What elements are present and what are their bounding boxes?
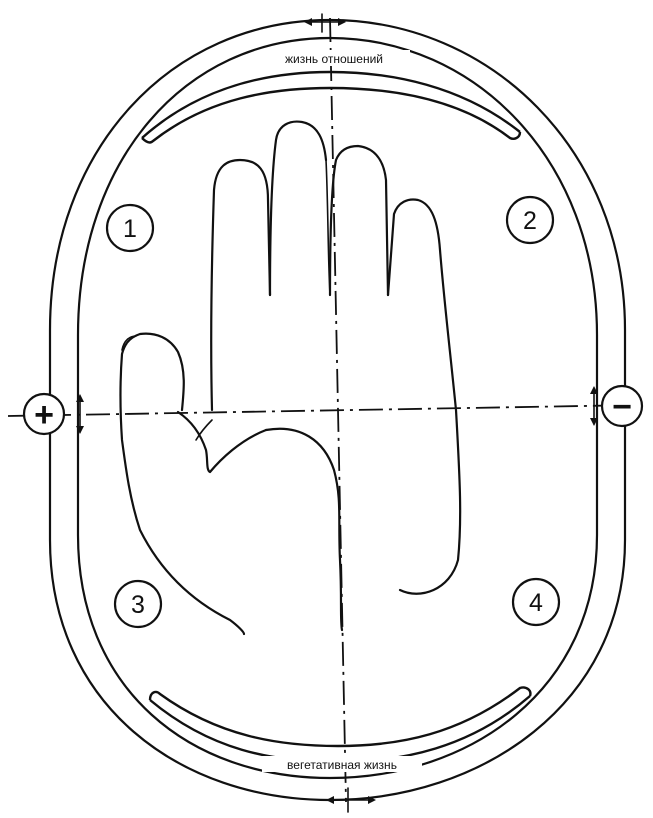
thumb-web (178, 412, 266, 472)
quadrant-1-label: 1 (123, 215, 137, 243)
quadrant-3-label: 3 (131, 591, 145, 619)
top-arrow-left (304, 18, 312, 26)
arc-bars (142, 72, 530, 762)
bottom-arc-label: вегетативная жизнь (287, 758, 397, 772)
ring-finger (330, 146, 388, 295)
little-finger (388, 200, 460, 594)
hand-outline-icon (121, 122, 461, 634)
middle-finger (270, 122, 326, 295)
palm-heel (266, 429, 342, 630)
horizontal-axis (8, 405, 640, 416)
quadrant-markers: 1 2 3 4 (107, 197, 559, 627)
plus-pole-sign: + (34, 396, 54, 434)
minus-pole-sign: − (612, 388, 632, 426)
quadrant-2-label: 2 (523, 207, 537, 235)
bottom-arrow-left (326, 796, 334, 804)
quadrant-4-label: 4 (529, 589, 543, 617)
top-arc-label: жизнь отношений (285, 52, 383, 66)
index-finger (211, 160, 270, 410)
finger-gap-1 (326, 160, 330, 295)
palm-crease (196, 420, 212, 440)
